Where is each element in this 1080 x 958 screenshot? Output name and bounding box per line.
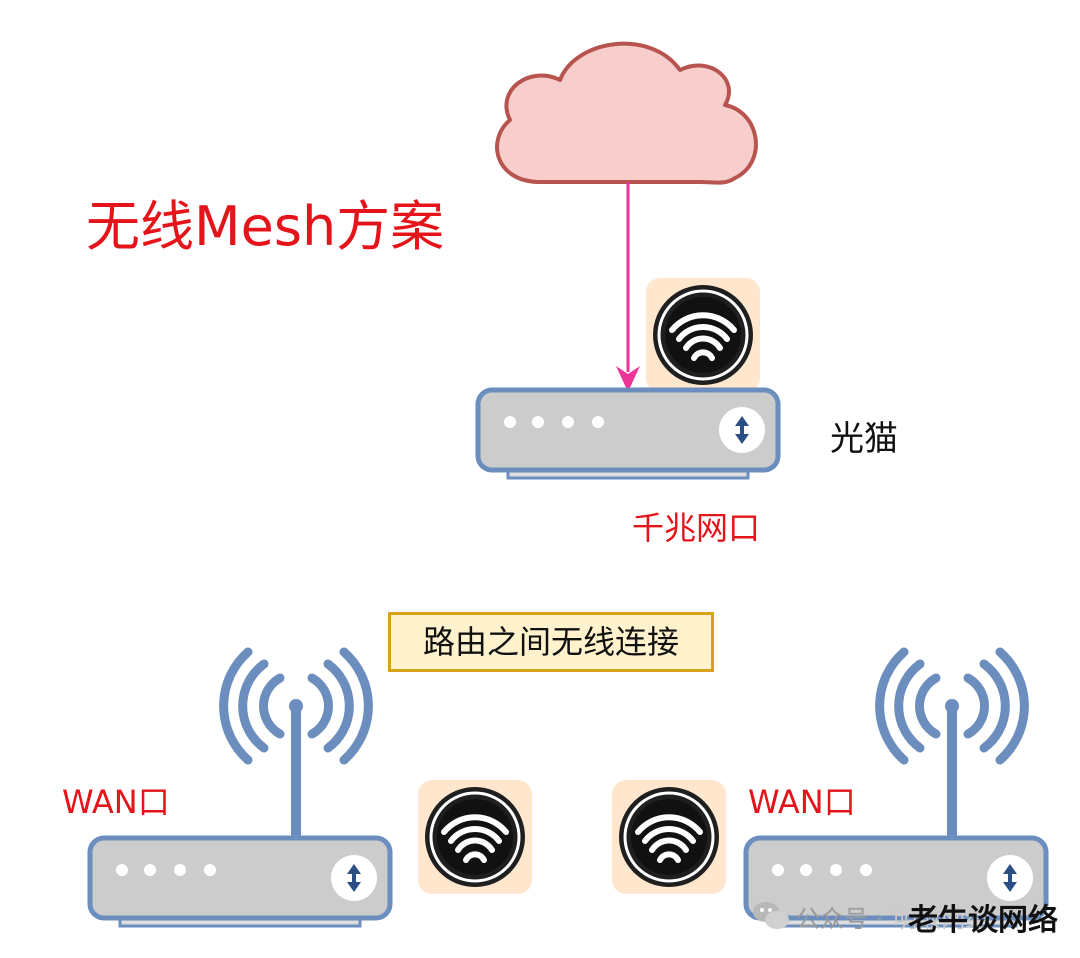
left-router-device xyxy=(90,838,390,926)
left-wifi-badge-icon xyxy=(418,780,532,894)
left-antenna-icon xyxy=(224,652,369,836)
watermark-faded-text: 明敢网络 xyxy=(893,904,990,933)
modem-device xyxy=(478,390,778,478)
right-wan-label: WAN口 xyxy=(748,783,856,821)
right-wifi-badge-icon xyxy=(612,780,726,894)
wireless-link-callout: 路由之间无线连接 xyxy=(388,612,714,672)
diagram-title: 无线Mesh方案 xyxy=(86,195,445,258)
modem-wifi-badge-icon xyxy=(646,278,760,392)
cloud-icon xyxy=(495,41,758,185)
left-wan-label: WAN口 xyxy=(62,783,170,821)
watermark-brand: 老牛谈网络 xyxy=(908,903,1058,938)
link-arrow xyxy=(616,182,640,392)
watermark-text: 公众号 · xyxy=(796,904,884,933)
watermark: 公众号 · 明敢网络 xyxy=(752,896,989,936)
gigabit-port-label: 千兆网口 xyxy=(632,509,761,547)
modem-label: 光猫 xyxy=(830,419,898,459)
right-antenna-icon xyxy=(880,652,1025,836)
wechat-icon xyxy=(753,902,789,929)
